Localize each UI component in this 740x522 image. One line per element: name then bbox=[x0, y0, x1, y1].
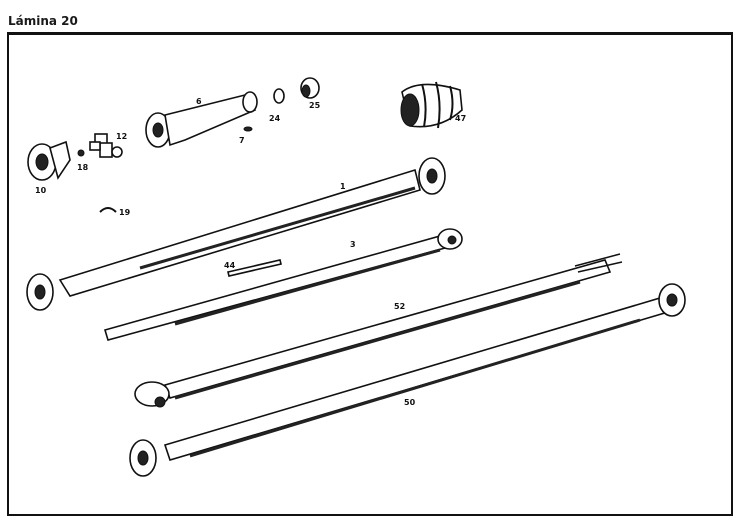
label-50: 50 bbox=[404, 398, 416, 407]
part-7-key bbox=[243, 126, 253, 132]
part-24-bearing bbox=[273, 88, 285, 104]
label-7: 7 bbox=[239, 136, 245, 145]
label-18: 18 bbox=[77, 163, 89, 172]
plate-title: Lámina 20 bbox=[8, 14, 78, 28]
part-10-flange-yoke bbox=[27, 140, 71, 181]
label-44: 44 bbox=[224, 261, 236, 270]
part-25-sleeve bbox=[300, 77, 320, 99]
label-3: 3 bbox=[350, 240, 356, 249]
label-6: 6 bbox=[196, 97, 202, 106]
part-12-universal-joint-cross bbox=[89, 133, 123, 158]
label-52: 52 bbox=[394, 302, 405, 311]
label-24: 24 bbox=[269, 114, 281, 123]
shaft-52 bbox=[134, 253, 623, 408]
part-18-grease-nipple bbox=[77, 149, 85, 157]
part-6-sliding-yoke bbox=[145, 91, 258, 148]
label-12: 12 bbox=[116, 132, 127, 141]
label-47: 47 bbox=[455, 114, 466, 123]
label-25: 25 bbox=[309, 101, 321, 110]
label-10: 10 bbox=[35, 186, 47, 195]
part-47-rubber-boot bbox=[400, 81, 463, 129]
diagram-frame bbox=[7, 32, 733, 516]
label-1: 1 bbox=[340, 182, 346, 191]
part-44-balance-plate bbox=[227, 259, 282, 277]
shaft-3 bbox=[103, 228, 463, 341]
shaft-1 bbox=[26, 157, 446, 311]
shaft-50 bbox=[129, 283, 686, 477]
part-19-circlip bbox=[99, 207, 117, 213]
label-19: 19 bbox=[119, 208, 131, 217]
